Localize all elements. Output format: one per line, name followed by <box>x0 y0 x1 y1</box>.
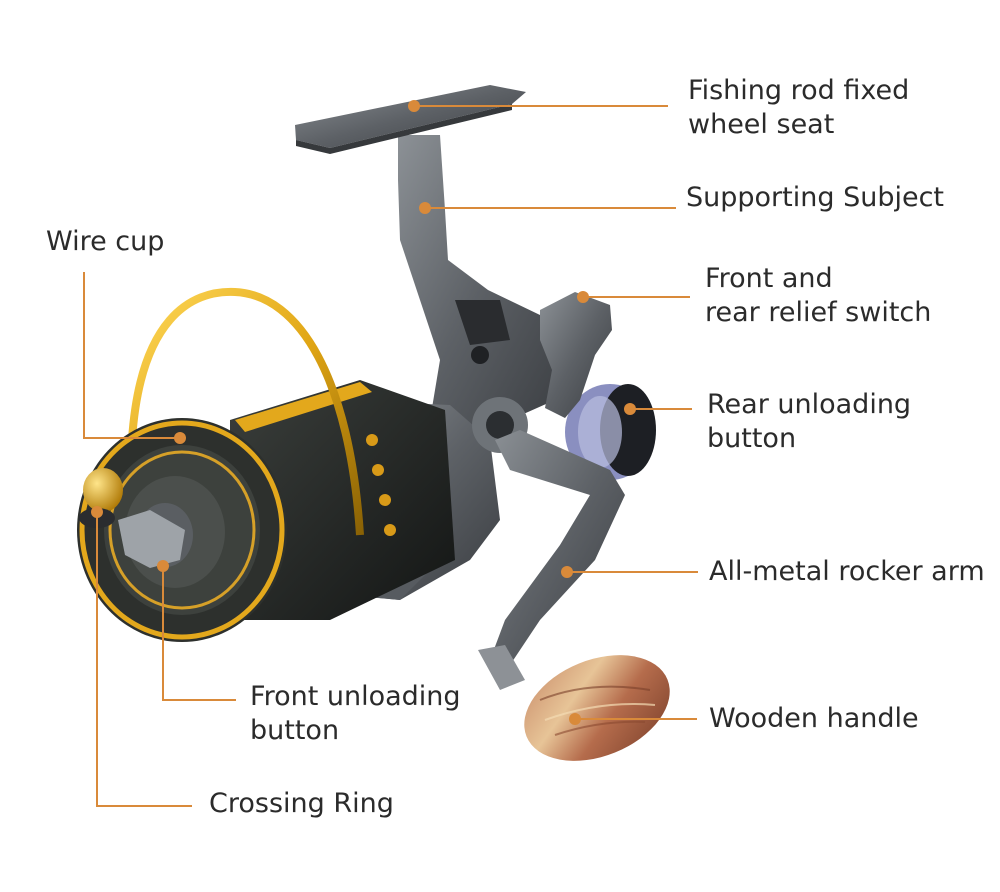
dot-rocker-arm <box>561 566 573 578</box>
leader-dots <box>91 100 636 725</box>
label-support: Supporting Subject <box>686 181 944 215</box>
leader-lines <box>83 105 698 807</box>
dot-support <box>419 202 431 214</box>
label-rocker-arm-line1: All-metal rocker arm <box>709 556 985 587</box>
label-rod-seat-line1: Fishing rod fixed <box>688 75 910 106</box>
dot-crossing-ring <box>91 506 103 518</box>
label-support-line1: Supporting Subject <box>686 182 945 213</box>
front-unloading-knob-shape <box>79 468 185 568</box>
bail-wire-shape <box>128 287 364 536</box>
label-crossing-ring-line1: Crossing Ring <box>209 788 394 819</box>
leader-wire-cup <box>83 272 180 439</box>
label-front-button-line1: Front unloading <box>250 681 461 712</box>
dot-relief-switch <box>577 291 589 303</box>
dot-rod-seat <box>408 100 420 112</box>
label-rear-button-line2: button <box>707 423 797 454</box>
rocker-arm-shape <box>478 430 625 690</box>
dot-wire-cup <box>174 432 186 444</box>
label-rod-seat: Fishing rod fixed wheel seat <box>688 74 909 142</box>
label-wire-cup-line1: Wire cup <box>46 226 165 257</box>
leader-crossing-ring <box>96 512 192 807</box>
label-rod-seat-line2: wheel seat <box>688 109 835 140</box>
rod-seat-shape <box>295 85 526 154</box>
label-rear-button: Rear unloading button <box>707 388 911 456</box>
frame-shape <box>398 135 560 440</box>
label-relief-switch: Front and rear relief switch <box>705 262 931 330</box>
dot-wooden-handle <box>569 713 581 725</box>
label-rocker-arm: All-metal rocker arm <box>709 555 985 589</box>
label-wooden-handle: Wooden handle <box>709 702 919 736</box>
relief-switch-shape <box>540 292 612 418</box>
label-relief-switch-line2: rear relief switch <box>705 297 932 328</box>
leader-front-button <box>162 566 236 701</box>
label-wooden-handle-line1: Wooden handle <box>709 703 919 734</box>
label-front-button-line2: button <box>250 715 340 746</box>
label-crossing-ring: Crossing Ring <box>209 787 394 821</box>
label-rear-button-line1: Rear unloading <box>707 389 912 420</box>
label-front-button: Front unloading button <box>250 680 461 748</box>
label-wire-cup: Wire cup <box>46 225 164 259</box>
label-relief-switch-line1: Front and <box>705 263 833 294</box>
wooden-handle-shape <box>524 655 670 761</box>
dot-front-button <box>157 560 169 572</box>
dot-rear-button <box>624 403 636 415</box>
